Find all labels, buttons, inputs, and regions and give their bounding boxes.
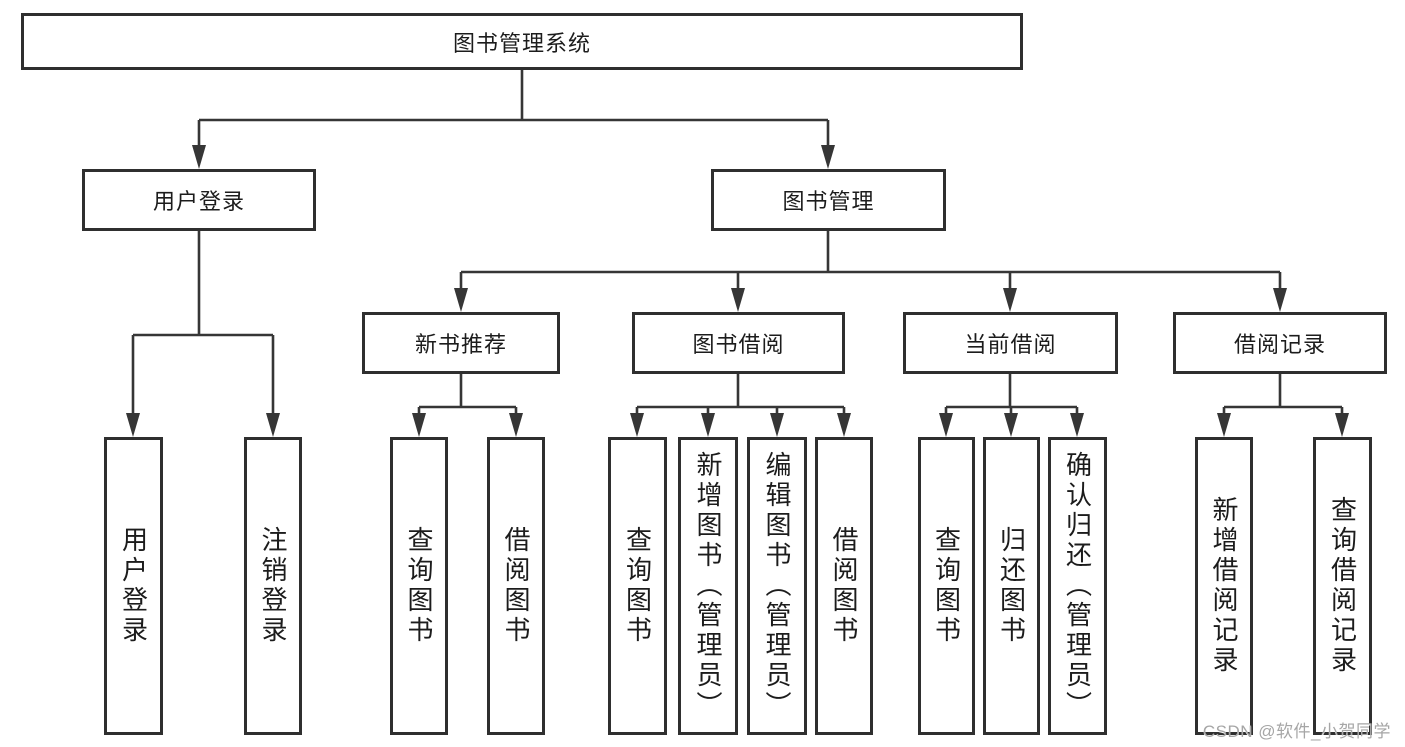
leaf-rec-borrow-books: 借阅图书 xyxy=(487,437,545,735)
arrowheads-book-borrow-leaves xyxy=(630,413,851,437)
node-root: 图书管理系统 xyxy=(21,13,1023,70)
connector-user-login-to-leaves xyxy=(131,231,275,415)
node-book-mgmt: 图书管理 xyxy=(711,169,946,231)
connector-current-borrow-to-leaves xyxy=(944,374,1079,415)
connector-new-book-rec-to-leaves xyxy=(417,374,518,415)
node-borrow-record: 借阅记录 xyxy=(1173,312,1387,374)
leaf-bb-borrow-books: 借阅图书 xyxy=(815,437,873,735)
connector-borrow-record-to-leaves xyxy=(1222,374,1344,415)
node-user-login: 用户登录 xyxy=(82,169,316,231)
arrowheads-new-book-rec-leaves xyxy=(412,413,523,437)
leaf-bb-query-books: 查询图书 xyxy=(608,437,667,735)
connector-book-borrow-to-leaves xyxy=(635,374,846,415)
leaf-cb-query-books: 查询图书 xyxy=(918,437,975,735)
leaf-cb-confirm-return-admin: 确认归还（管理员） xyxy=(1048,437,1107,735)
node-current-borrow: 当前借阅 xyxy=(903,312,1118,374)
leaf-cb-return-books: 归还图书 xyxy=(983,437,1040,735)
arrowheads-user-login-leaves xyxy=(126,413,280,437)
leaf-bb-add-books-admin: 新增图书（管理员） xyxy=(678,437,738,735)
leaf-logout: 注销登录 xyxy=(244,437,302,735)
arrowheads-level2 xyxy=(192,145,835,169)
leaf-user-login: 用户登录 xyxy=(104,437,163,735)
connector-book-mgmt-to-level3 xyxy=(459,231,1282,290)
node-book-borrow: 图书借阅 xyxy=(632,312,845,374)
arrowheads-current-borrow-leaves xyxy=(939,413,1084,437)
leaf-br-query-record: 查询借阅记录 xyxy=(1313,437,1372,735)
csdn-watermark: CSDN @软件_小贺同学 xyxy=(1202,722,1391,741)
node-new-book-rec: 新书推荐 xyxy=(362,312,560,374)
leaf-bb-edit-books-admin: 编辑图书（管理员） xyxy=(747,437,807,735)
leaf-br-add-record: 新增借阅记录 xyxy=(1195,437,1253,735)
arrowheads-level3 xyxy=(454,288,1287,312)
leaf-rec-query-books: 查询图书 xyxy=(390,437,448,735)
arrowheads-borrow-record-leaves xyxy=(1217,413,1349,437)
connector-root-to-level2 xyxy=(197,70,830,147)
